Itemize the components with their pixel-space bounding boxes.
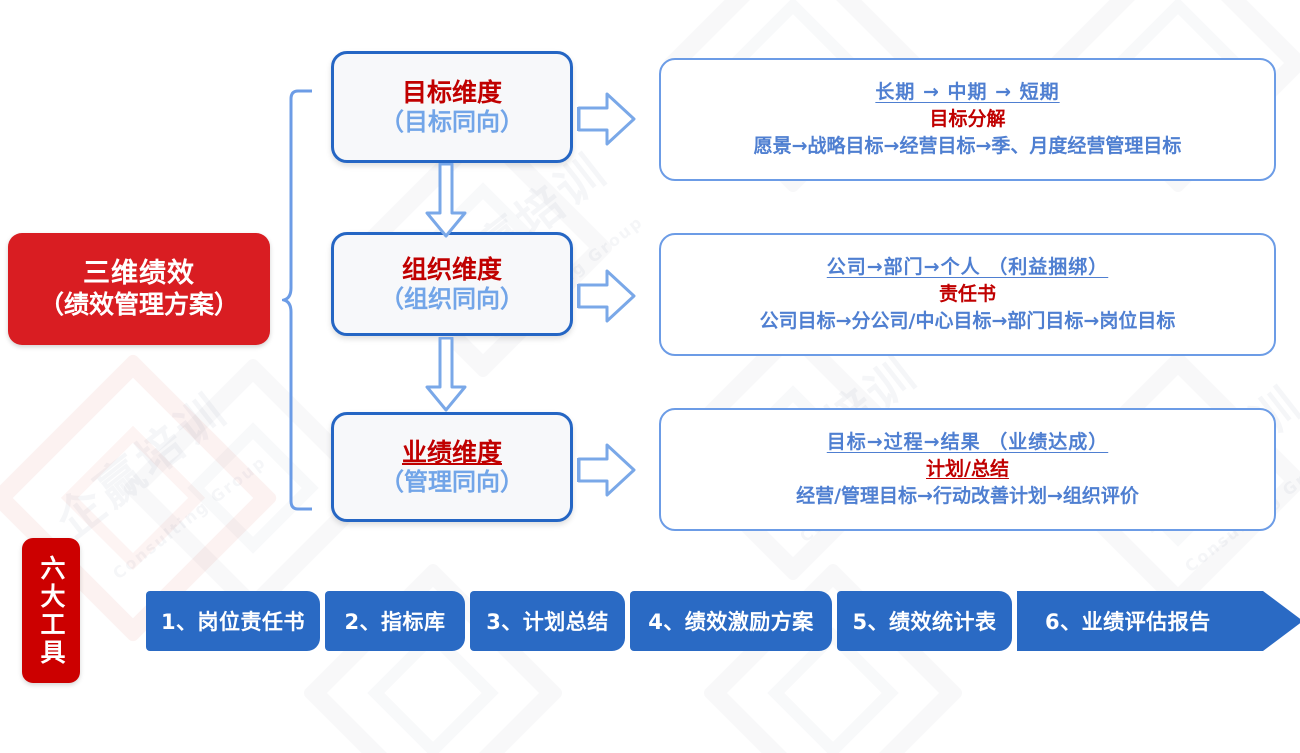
detail-box-organization: 公司→部门→个人 （利益捆绑） 责任书 公司目标→分公司/中心目标→部门目标→岗… xyxy=(659,233,1276,356)
dimension-box-performance[interactable]: 业绩维度 （管理同向） xyxy=(331,412,573,522)
tool-label: 4、绩效激励方案 xyxy=(648,610,814,634)
watermark-text: 企赢培训 xyxy=(46,382,238,549)
tool-item-1[interactable]: 1、岗位责任书 xyxy=(146,591,320,651)
tool-item-3[interactable]: 3、计划总结 xyxy=(470,591,625,651)
dimension-subtitle: （管理同向） xyxy=(380,467,524,496)
tool-item-2[interactable]: 2、指标库 xyxy=(325,591,465,651)
detail-line-2: 目标分解 xyxy=(929,107,1006,130)
watermark-subtext: Consulting Group xyxy=(109,451,270,584)
detail-line-2: 计划/总结 xyxy=(926,457,1009,480)
master-title: 三维绩效 xyxy=(83,258,195,290)
detail-line-3: 愿景→战略目标→经营目标→季、月度经营管理目标 xyxy=(753,135,1182,158)
arrow-right-icon xyxy=(577,443,636,497)
dimension-box-organization[interactable]: 组织维度 （组织同向） xyxy=(331,232,573,336)
master-box: 三维绩效 （绩效管理方案） xyxy=(8,233,270,345)
dimension-title: 组织维度 xyxy=(401,254,502,284)
six-tools-label: 六大工具 xyxy=(22,538,80,683)
arrow-right-icon xyxy=(577,92,636,146)
tool-label: 6、业绩评估报告 xyxy=(1045,610,1211,634)
dimension-box-goal[interactable]: 目标维度 （目标同向） xyxy=(331,51,573,163)
detail-line-1: 目标→过程→结果 （业绩达成） xyxy=(826,430,1109,453)
detail-box-performance: 目标→过程→结果 （业绩达成） 计划/总结 经营/管理目标→行动改善计划→组织评… xyxy=(659,408,1276,531)
arrow-right-icon xyxy=(577,269,636,323)
tool-label: 3、计划总结 xyxy=(486,610,609,634)
detail-line-2: 责任书 xyxy=(938,282,996,305)
tool-item-5[interactable]: 5、绩效统计表 xyxy=(837,591,1012,651)
arrow-down-icon xyxy=(425,337,467,412)
tool-label: 1、岗位责任书 xyxy=(160,610,306,634)
tool-label: 5、绩效统计表 xyxy=(852,610,997,634)
detail-line-1: 长期 → 中期 → 短期 xyxy=(875,80,1060,103)
dimension-subtitle: （组织同向） xyxy=(380,284,524,313)
detail-box-goal: 长期 → 中期 → 短期 目标分解 愿景→战略目标→经营目标→季、月度经营管理目… xyxy=(659,58,1276,181)
dimension-subtitle: （目标同向） xyxy=(380,107,524,136)
detail-line-3: 经营/管理目标→行动改善计划→组织评价 xyxy=(796,485,1139,508)
tool-item-4[interactable]: 4、绩效激励方案 xyxy=(630,591,832,651)
tool-label: 2、指标库 xyxy=(344,610,446,634)
arrow-down-icon xyxy=(425,163,467,238)
dimension-title: 业绩维度 xyxy=(401,437,502,467)
tool-item-6[interactable]: 6、业绩评估报告 xyxy=(1017,591,1300,651)
dimension-title: 目标维度 xyxy=(401,77,502,107)
detail-line-3: 公司目标→分公司/中心目标→部门目标→岗位目标 xyxy=(759,310,1176,333)
master-subtitle: （绩效管理方案） xyxy=(38,290,239,320)
six-tools-text: 六大工具 xyxy=(37,554,66,667)
curly-bracket-icon xyxy=(282,89,312,511)
detail-line-1: 公司→部门→个人 （利益捆绑） xyxy=(826,255,1109,278)
